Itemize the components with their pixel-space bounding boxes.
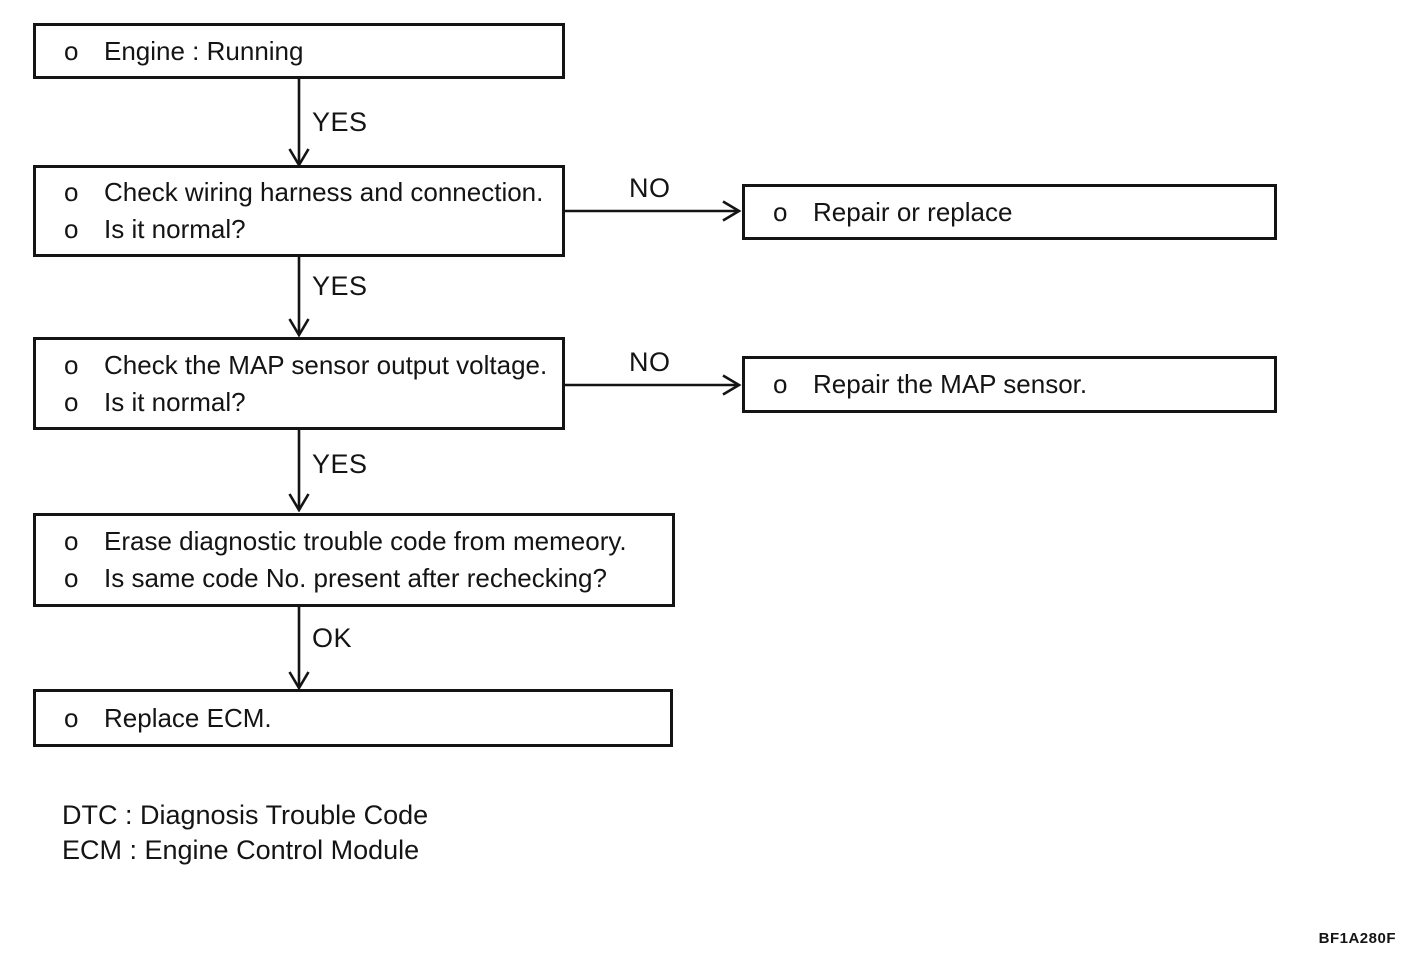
box-line: o Engine : Running — [36, 33, 562, 70]
flow-box-check-wiring: o Check wiring harness and connection. o… — [33, 165, 565, 257]
arrow-right-no-1 — [565, 200, 742, 222]
label-yes-2: YES — [312, 271, 368, 301]
flow-box-repair-or-replace: o Repair or replace — [742, 184, 1277, 240]
box-text: Is same code No. present after recheckin… — [104, 563, 607, 593]
bullet-marker: o — [773, 196, 788, 227]
bullet-marker: o — [64, 177, 79, 207]
label-ok: OK — [312, 623, 353, 653]
bullet-marker: o — [64, 214, 79, 244]
legend-ecm: ECM : Engine Control Module — [62, 835, 420, 865]
bullet-marker: o — [64, 702, 79, 733]
legend: DTC : Diagnosis Trouble Code ECM : Engin… — [62, 798, 428, 868]
box-text: Is it normal? — [104, 386, 246, 417]
bullet-marker: o — [64, 349, 79, 380]
box-line: o Erase diagnostic trouble code from mem… — [36, 523, 672, 560]
label-yes-3: YES — [312, 449, 368, 479]
arrow-down-yes-2 — [288, 257, 310, 337]
box-text: Check wiring harness and connection. — [104, 177, 544, 207]
figure-code: BF1A280F — [1318, 930, 1396, 947]
bullet-marker: o — [64, 35, 79, 66]
box-text: Check the MAP sensor output voltage. — [104, 349, 548, 380]
flow-box-repair-map-sensor: o Repair the MAP sensor. — [742, 356, 1277, 413]
box-line: o Check wiring harness and connection. — [36, 174, 562, 211]
arrow-down-yes-1 — [288, 79, 310, 167]
bullet-marker: o — [64, 526, 79, 556]
flow-box-check-map-sensor: o Check the MAP sensor output voltage. o… — [33, 337, 565, 430]
box-line: o Replace ECM. — [36, 700, 670, 737]
arrow-down-yes-3 — [288, 430, 310, 512]
bullet-marker: o — [64, 386, 79, 417]
label-yes-1: YES — [312, 107, 368, 137]
arrow-down-ok — [288, 607, 310, 690]
flow-box-replace-ecm: o Replace ECM. — [33, 689, 673, 747]
box-line: o Repair or replace — [745, 194, 1274, 231]
box-text: Is it normal? — [104, 214, 246, 244]
bullet-marker: o — [773, 369, 788, 399]
arrow-right-no-2 — [565, 374, 742, 396]
flow-box-engine-running: o Engine : Running — [33, 23, 565, 79]
label-no-2: NO — [629, 347, 671, 377]
bullet-marker: o — [64, 563, 79, 593]
box-text: Erase diagnostic trouble code from memeo… — [104, 526, 627, 556]
flow-box-erase-dtc: o Erase diagnostic trouble code from mem… — [33, 513, 675, 607]
box-line: o Is it normal? — [36, 384, 562, 421]
legend-dtc: DTC : Diagnosis Trouble Code — [62, 800, 429, 830]
box-text: Replace ECM. — [104, 702, 272, 733]
box-text: Repair or replace — [813, 196, 1013, 227]
label-no-1: NO — [629, 173, 671, 203]
box-line: o Is it normal? — [36, 211, 562, 248]
box-line: o Repair the MAP sensor. — [745, 366, 1274, 403]
box-line: o Is same code No. present after recheck… — [36, 560, 672, 597]
box-line: o Check the MAP sensor output voltage. — [36, 347, 562, 384]
box-text: Repair the MAP sensor. — [813, 369, 1088, 399]
box-text: Engine : Running — [104, 35, 304, 66]
